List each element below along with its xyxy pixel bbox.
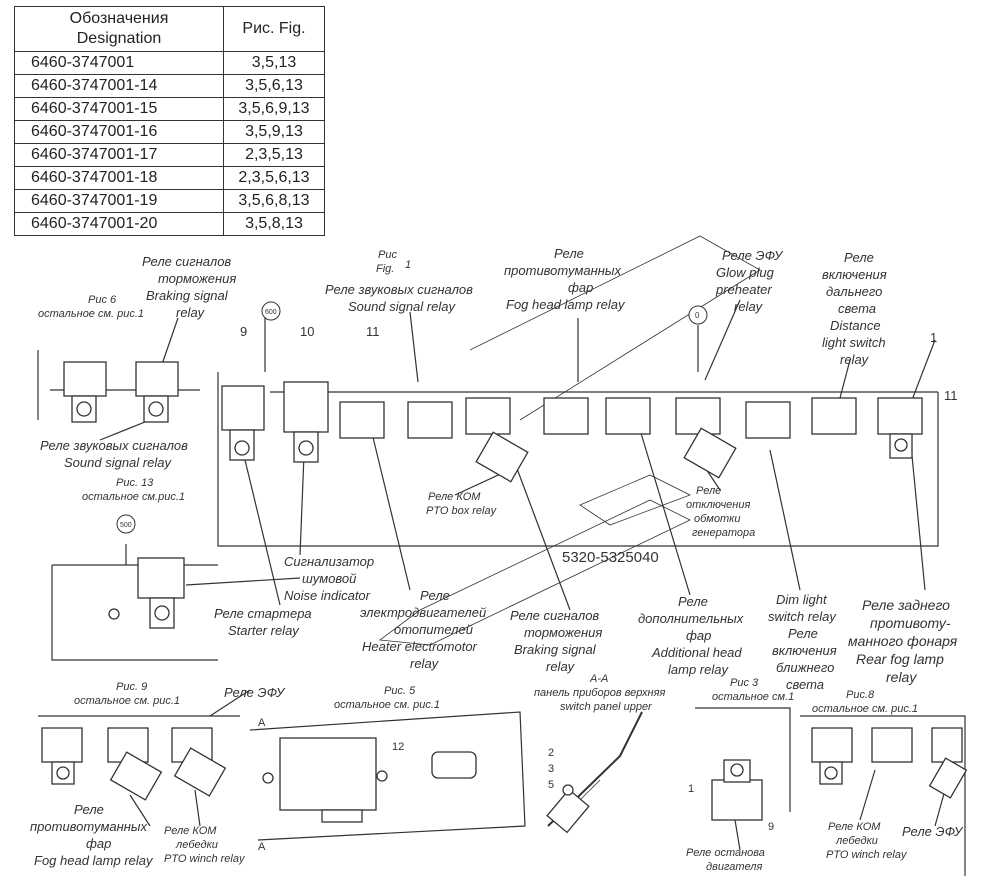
svg-text:12: 12 bbox=[392, 741, 404, 753]
svg-text:А: А bbox=[258, 717, 266, 729]
svg-text:3: 3 bbox=[548, 763, 554, 775]
svg-text:А: А bbox=[258, 841, 266, 853]
relays bbox=[41, 361, 968, 834]
label-efu-right: Реле ЭФУ bbox=[902, 824, 964, 839]
designation-table: Обозначения Designation Рис. Fig. 6460-3… bbox=[14, 6, 325, 236]
header-designation: Обозначения Designation bbox=[14, 6, 224, 52]
label-efu-mid: Реле ЭФУ bbox=[224, 685, 286, 700]
header-fig: Рис. Fig. bbox=[223, 6, 325, 52]
svg-text:5: 5 bbox=[548, 779, 554, 791]
svg-text:10: 10 bbox=[300, 324, 314, 339]
svg-text:500: 500 bbox=[120, 522, 132, 529]
item-numbers: 9 10 11 1 11 600 0 500 12 А А 2 3 5 1 9 bbox=[120, 309, 958, 853]
svg-text:9: 9 bbox=[240, 324, 247, 339]
svg-text:2: 2 bbox=[548, 747, 554, 759]
callout-circles bbox=[116, 301, 708, 534]
svg-text:1: 1 bbox=[930, 330, 937, 345]
svg-text:11: 11 bbox=[944, 388, 958, 403]
svg-text:0: 0 bbox=[695, 311, 700, 320]
svg-text:600: 600 bbox=[265, 309, 277, 316]
label-part-no: 5320-5325040 bbox=[562, 549, 659, 566]
svg-text:9: 9 bbox=[768, 821, 774, 833]
svg-text:11: 11 bbox=[366, 324, 380, 339]
svg-text:1: 1 bbox=[688, 783, 694, 795]
